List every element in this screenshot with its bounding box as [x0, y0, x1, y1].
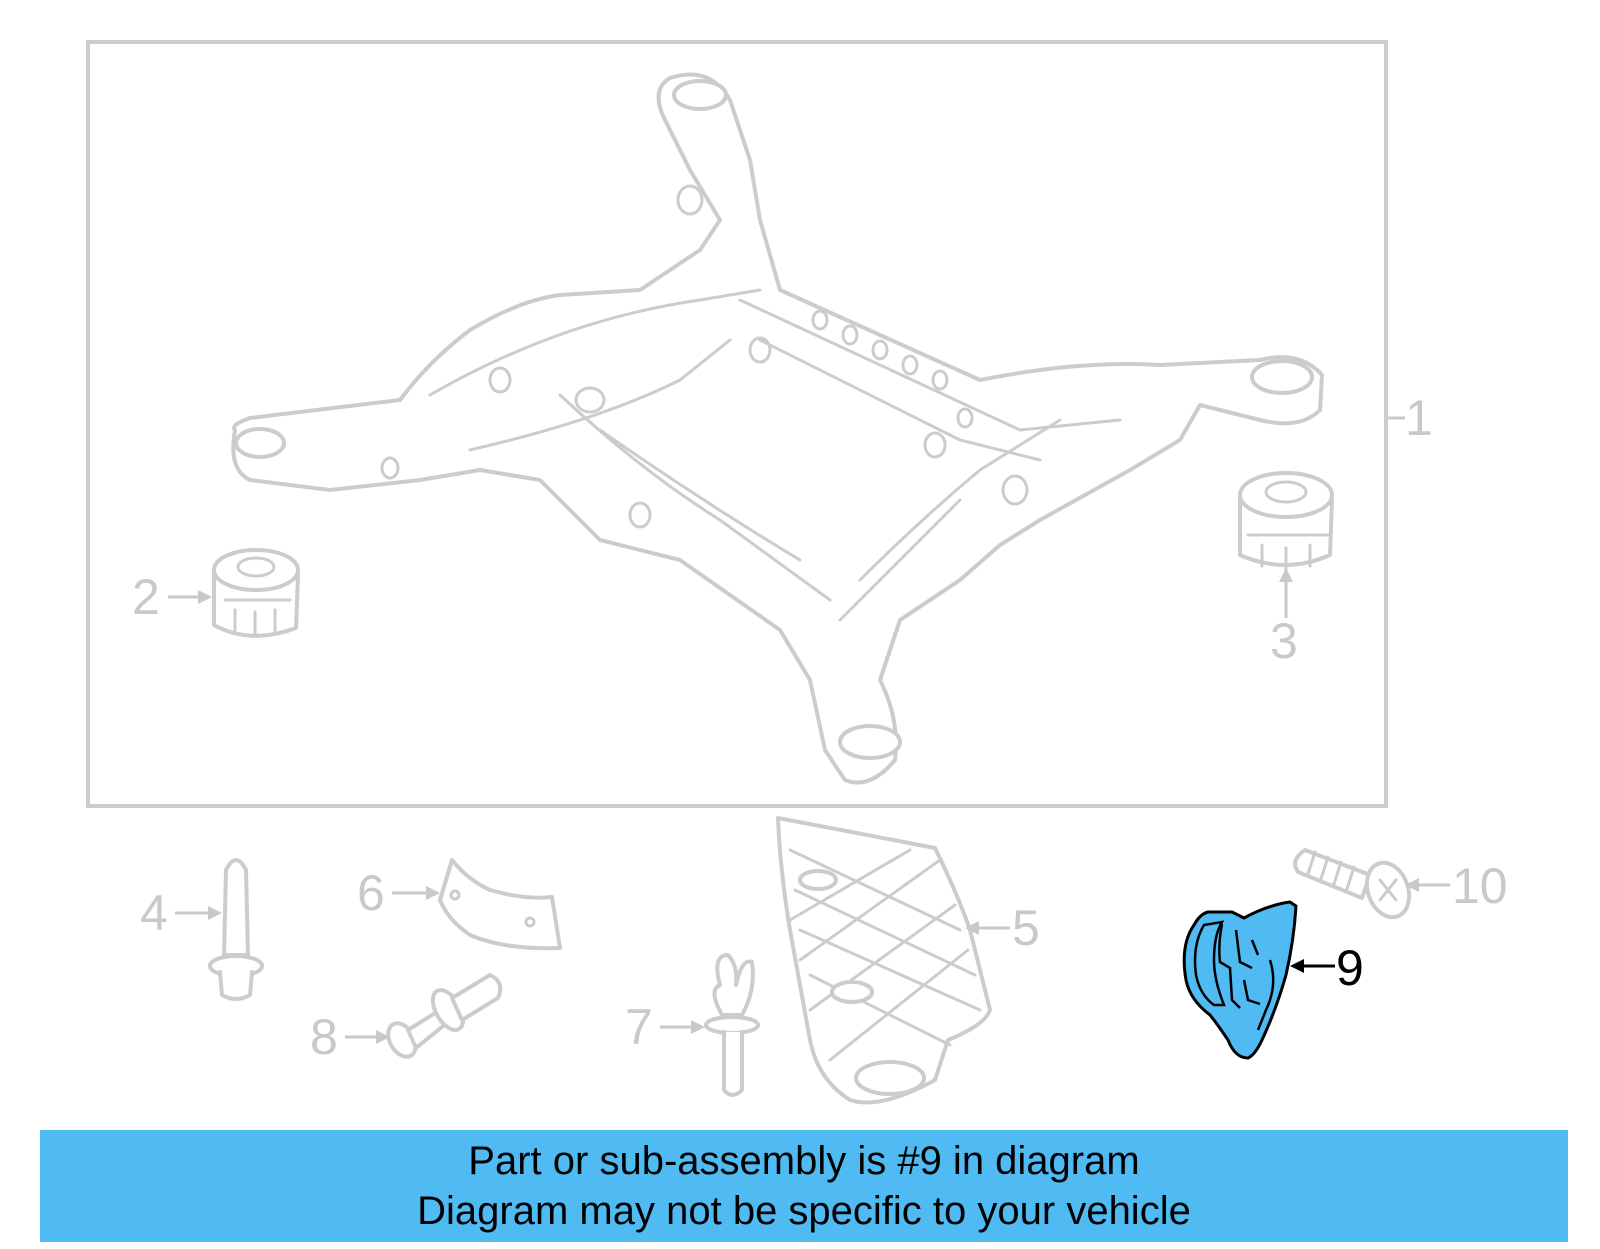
- arrowhead-4: [208, 906, 222, 920]
- arrowhead-6: [426, 886, 440, 900]
- callout-7[interactable]: 7: [625, 999, 653, 1055]
- push-pin-part-8[interactable]: [383, 973, 503, 1062]
- callout-10[interactable]: 10: [1452, 858, 1508, 914]
- banner-line-part-info: Part or sub-assembly is #9 in diagram: [468, 1139, 1140, 1183]
- highlighted-bracket-part-9[interactable]: [1182, 900, 1298, 1060]
- arrowhead-8: [376, 1030, 390, 1044]
- callout-1[interactable]: 1: [1405, 390, 1433, 446]
- assembly-frame-box: [86, 40, 1388, 808]
- shield-part-5[interactable]: [776, 816, 992, 1105]
- callout-3[interactable]: 3: [1270, 613, 1298, 669]
- bushing-part-2[interactable]: [212, 548, 300, 638]
- info-banner: Part or sub-assembly is #9 in diagram Di…: [40, 1130, 1568, 1242]
- arrowhead-3: [1279, 568, 1293, 582]
- bracket-part-6[interactable]: [438, 858, 562, 951]
- clip-part-7[interactable]: [704, 953, 760, 1097]
- callout-9[interactable]: 9: [1336, 940, 1364, 996]
- subframe-part-1[interactable]: [231, 72, 1324, 785]
- callout-8[interactable]: 8: [310, 1009, 338, 1065]
- callout-2[interactable]: 2: [132, 569, 160, 625]
- banner-line-disclaimer: Diagram may not be specific to your vehi…: [417, 1189, 1191, 1233]
- callout-5[interactable]: 5: [1012, 900, 1040, 956]
- arrowhead-9: [1290, 959, 1304, 973]
- callout-4[interactable]: 4: [140, 885, 168, 941]
- arrowhead-2: [198, 590, 212, 604]
- arrowhead-10: [1405, 878, 1419, 892]
- arrowhead-7: [691, 1020, 705, 1034]
- bushing-part-3[interactable]: [1238, 471, 1334, 572]
- callout-6[interactable]: 6: [357, 865, 385, 921]
- screw-part-10[interactable]: [1293, 848, 1416, 923]
- arrowhead-5: [965, 921, 979, 935]
- bolt-part-4[interactable]: [208, 858, 264, 1001]
